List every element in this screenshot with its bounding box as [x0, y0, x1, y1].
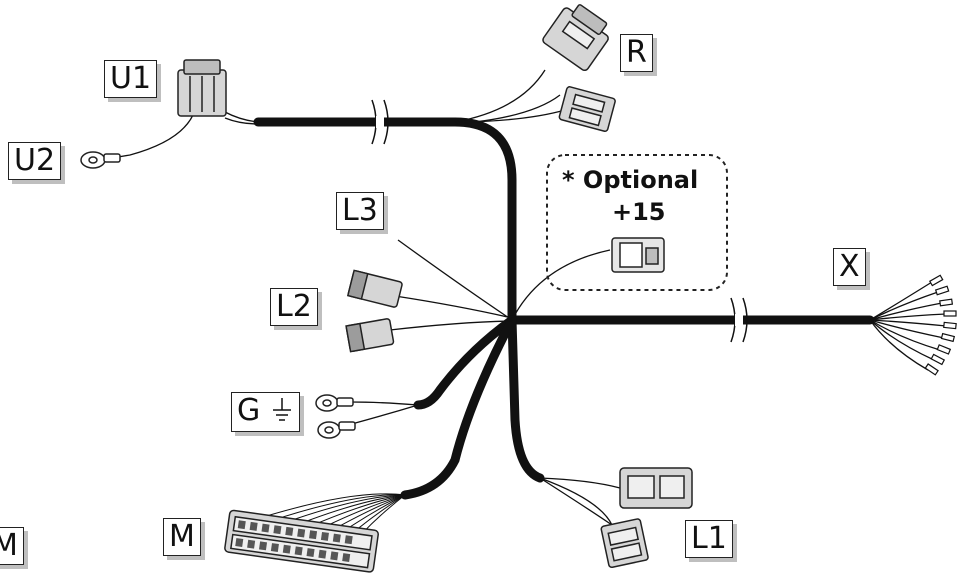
optional-title-text: Optional	[582, 166, 699, 194]
label-l1: L1	[685, 520, 733, 558]
g-ring-terminals	[315, 394, 356, 439]
optional-connector	[611, 237, 665, 273]
label-x: X	[833, 248, 866, 286]
l1-connectors	[600, 467, 693, 569]
label-g: G	[231, 392, 300, 432]
break-gap-right	[735, 314, 743, 326]
main-trunk-cable	[253, 117, 875, 500]
label-u2: U2	[8, 142, 62, 180]
break-gap-top	[376, 116, 384, 128]
label-g-text: G	[237, 393, 261, 428]
u2-ring-terminal	[80, 151, 121, 169]
cable-break-marks	[371, 99, 748, 343]
m-multipin-connector	[224, 509, 379, 573]
label-l2: L2	[270, 288, 318, 326]
label-m-edge: M	[0, 527, 24, 565]
label-u1: U1	[104, 60, 158, 98]
optional-dashed-box	[546, 154, 728, 291]
optional-asterisk: *	[562, 166, 575, 194]
r-connectors	[542, 4, 616, 133]
label-l3: L3	[336, 192, 384, 230]
optional-title: * Optional	[562, 166, 698, 194]
x-terminals	[924, 274, 957, 376]
label-m: M	[163, 518, 201, 556]
u1-relay-connector	[177, 59, 227, 117]
thin-wires	[117, 69, 947, 526]
ground-icon	[272, 398, 291, 421]
label-r: R	[620, 34, 653, 72]
optional-value: +15	[612, 198, 666, 226]
l2-connectors	[345, 269, 403, 353]
